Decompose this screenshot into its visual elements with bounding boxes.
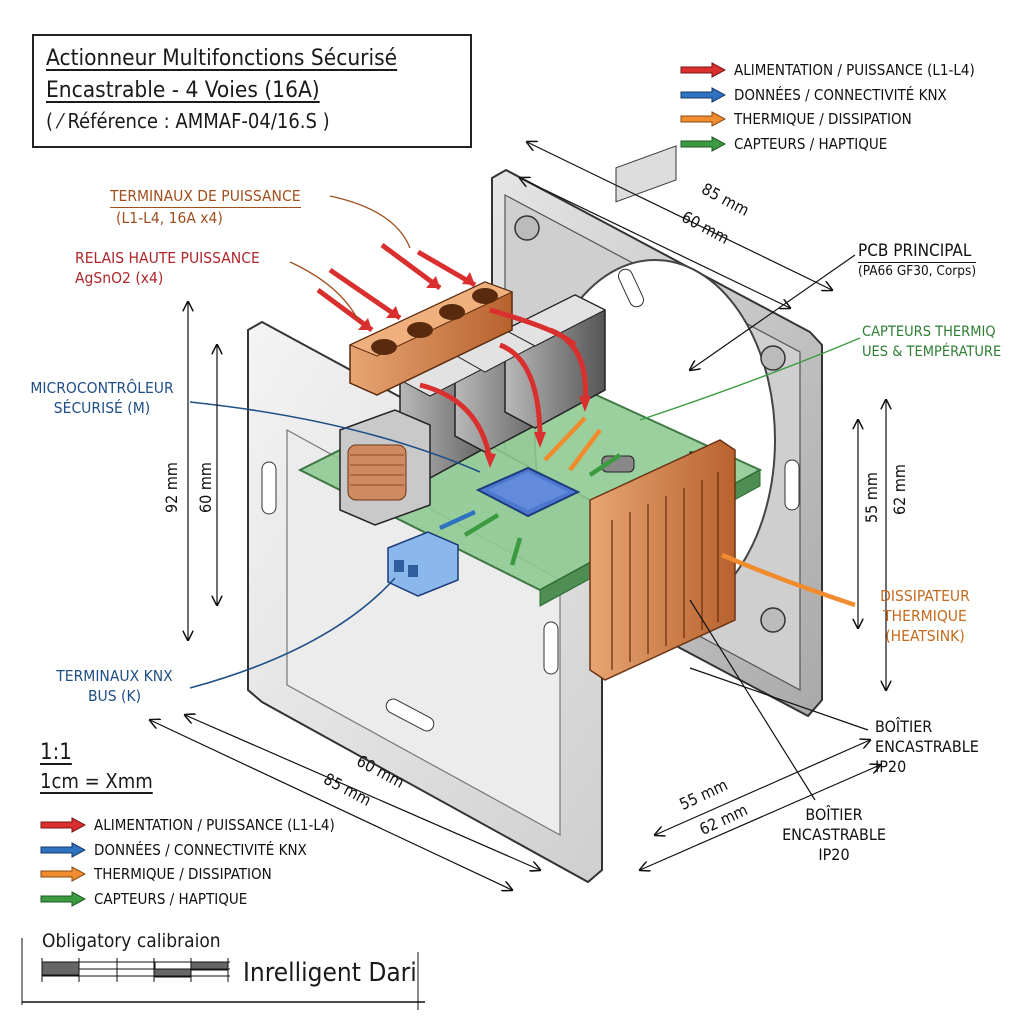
transformer-coil [339,409,431,526]
dim-right-outer: 62 mm [889,464,909,515]
callout-line: BUS (K) [87,687,142,705]
callout-line: THERMIQUE [883,607,967,625]
callout-knx-terminals: TERMINAUX KNX BUS (K) [42,666,187,706]
title-line-2: Encastrable - 4 Voies (16A) [46,77,320,103]
legend-item: ALIMENTATION / PUISSANCE (L1-L4) [40,813,335,838]
callout-line: SÉCURISÉ (M) [53,399,151,417]
callout-housing-a: BOÎTIER ENCASTRABLE IP20 [875,717,979,777]
callout-line: ENCASTRABLE [875,737,979,756]
legend-item: DONNÉES / CONNECTIVITÉ KNX [680,83,975,108]
heatsink [589,439,736,681]
legend-item: ALIMENTATION / PUISSANCE (L1-L4) [680,58,975,83]
callout-line: TERMINAUX KNX [56,667,173,685]
callout-line: (L1-L4, 16A x4) [116,209,223,227]
blue-arrow-icon [40,841,86,858]
callout-housing-b: BOÎTIER ENCASTRABLE IP20 [772,805,896,865]
title-block: Actionneur Multifonctions Sécurisé Encas… [32,34,472,148]
legend-label: DONNÉES / CONNECTIVITÉ KNX [734,85,947,104]
legend-top: ALIMENTATION / PUISSANCE (L1-L4) DONNÉES… [680,58,975,156]
legend-label: ALIMENTATION / PUISSANCE (L1-L4) [94,816,335,834]
orange-arrow-icon [40,866,86,883]
callout-relays: RELAIS HAUTE PUISSANCE AgSnO2 (x4) [75,248,260,288]
callout-pcb: PCB PRINCIPAL (PA66 GF30, Corps) [858,241,977,279]
reference-code: ( ⁄ Référence : AMMAF-04/16.S ) [46,109,330,133]
legend-item: THERMIQUE / DISSIPATION [40,862,335,887]
legend-label: THERMIQUE / DISSIPATION [94,865,272,883]
microcontroller-chip [475,466,581,518]
callout-line: MICROCONTRÔLEUR [30,379,174,397]
callout-heatsink: DISSIPATEUR THERMIQUE (HEATSINK) [870,586,980,646]
dim-left-outer: 92 mm [161,462,181,513]
callout-line: BOÎTIER [805,805,863,824]
legend-label: ALIMENTATION / PUISSANCE (L1-L4) [734,61,975,79]
callout-line: IP20 [818,845,850,864]
callout-line: UES & TEMPÉRATURE [862,344,1002,360]
legend-label: CAPTEURS / HAPTIQUE [94,889,248,908]
knx-terminal [387,531,459,597]
legend-label: THERMIQUE / DISSIPATION [734,110,912,128]
legend-label: CAPTEURS / HAPTIQUE [734,134,888,153]
green-arrow-icon [40,890,86,907]
legend-item: CAPTEURS / HAPTIQUE [40,887,335,912]
callout-line: BOÎTIER [875,717,933,736]
title-line-1: Actionneur Multifonctions Sécurisé [46,45,398,71]
scale-ratio: 1:1 [40,740,72,765]
red-arrow-icon [40,817,86,834]
dimension-lines [150,142,886,890]
scale-equation: 1cm = Xmm [40,769,153,793]
callout-microcontroller: MICROCONTRÔLEUR SÉCURISÉ (M) [22,378,182,418]
calibration-title: Obligatory calibraion [42,930,221,952]
callout-line: TERMINAUX DE PUISSANCE [110,186,301,208]
calibration-scale-bar [21,938,425,1010]
blue-arrow-icon [680,86,726,103]
orange-arrow-icon [680,111,726,128]
callout-line: IP20 [875,757,907,776]
legend-bottom: ALIMENTATION / PUISSANCE (L1-L4) DONNÉES… [40,813,335,911]
callout-line: ENCASTRABLE [782,825,886,844]
callout-power-terminals: TERMINAUX DE PUISSANCE (L1-L4, 16A x4) [110,186,301,228]
brand-name: Inrelligent Dari [243,958,417,988]
callout-line: CAPTEURS THERMIQ [862,324,996,340]
dim-left-inner: 60 mm [195,462,215,513]
callout-line: AgSnO2 (x4) [75,269,164,287]
callout-line: (PA66 GF30, Corps) [858,263,977,279]
scale-block: 1:1 1cm = Xmm [40,740,153,793]
callout-temperature-sensors: CAPTEURS THERMIQ UES & TEMPÉRATURE [862,322,1001,362]
power-terminal-block [348,281,514,396]
legend-item: THERMIQUE / DISSIPATION [680,107,975,132]
callout-line: RELAIS HAUTE PUISSANCE [75,249,260,267]
callout-line: DISSIPATEUR [880,587,970,605]
callout-line: (HEATSINK) [885,627,965,645]
legend-item: CAPTEURS / HAPTIQUE [680,132,975,157]
dim-right-inner: 55 mm [861,472,881,523]
legend-label: DONNÉES / CONNECTIVITÉ KNX [94,840,307,859]
red-arrow-icon [680,62,726,79]
legend-item: DONNÉES / CONNECTIVITÉ KNX [40,838,335,863]
green-arrow-icon [680,135,726,152]
callout-line: PCB PRINCIPAL [858,241,977,263]
